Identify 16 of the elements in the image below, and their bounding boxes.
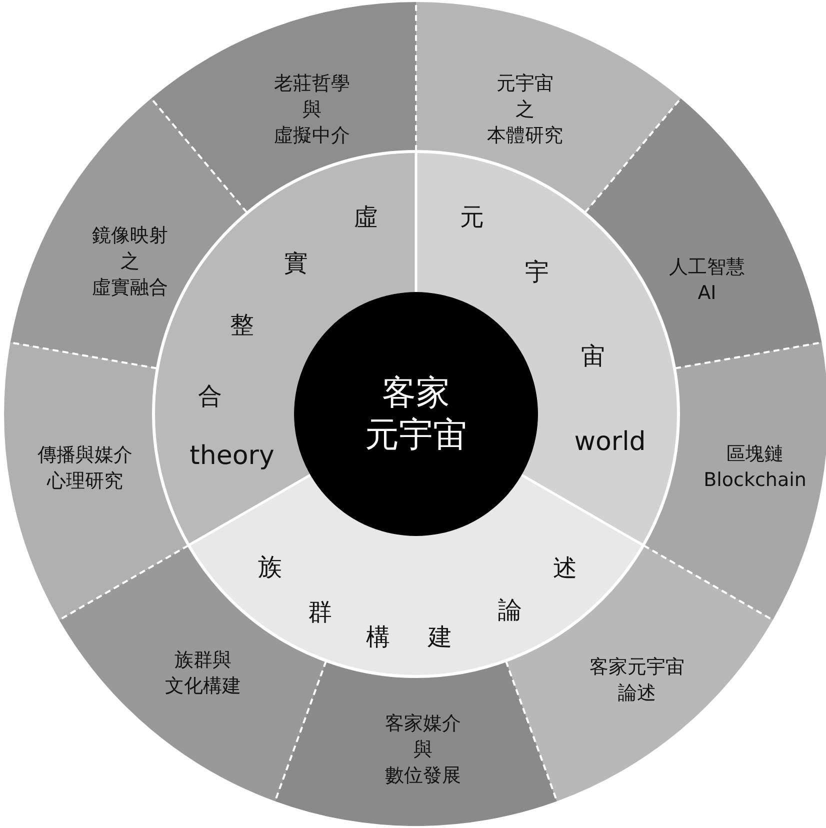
segment-label: 區塊鏈 Blockchain — [704, 442, 806, 493]
outer-ring-segment — [643, 342, 826, 620]
segment-label: 客家元宇宙論述 — [590, 654, 684, 706]
segment-label: 客家媒介與數位發展 — [385, 712, 461, 790]
segment-label: 元宇宙之本體研究 — [487, 72, 563, 150]
segment-label: theory — [190, 440, 274, 474]
outer-ring-segment — [275, 661, 557, 826]
segment-label: 族群與文化構建 — [165, 648, 241, 699]
segment-label: 人工智慧 AI — [669, 254, 745, 306]
segment-label: 族群構建論述 — [257, 552, 578, 652]
segment-label: world — [574, 426, 646, 460]
segment-label: 老莊哲學與虛擬中介 — [274, 72, 350, 150]
segment-label: 鏡像映射之虛實融合 — [92, 224, 168, 302]
segment-label: 傳播與媒介心理研究 — [38, 442, 132, 494]
segment-label: 元宇宙 — [459, 202, 606, 371]
outer-ring-segment — [4, 342, 189, 620]
